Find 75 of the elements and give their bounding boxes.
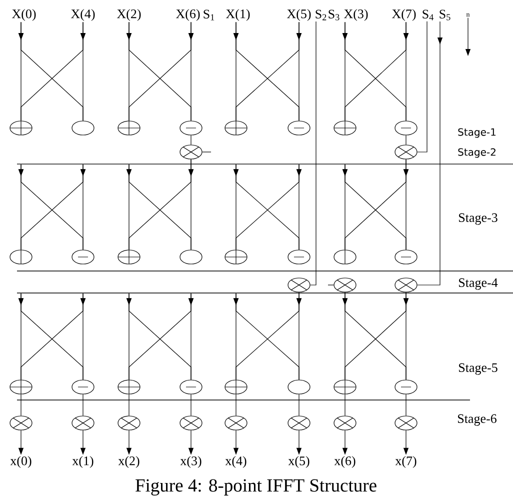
input-label: X(0) bbox=[12, 9, 36, 21]
subtractor-symbol bbox=[72, 250, 94, 264]
figure-caption: Figure 4: 8-point IFFT Structure bbox=[136, 479, 376, 496]
multiplier-symbol bbox=[334, 416, 356, 430]
signal-label: S$_{3}$ bbox=[328, 10, 340, 20]
output-label: x(4) bbox=[225, 456, 246, 468]
multiplier-symbol bbox=[224, 416, 248, 430]
connector-line bbox=[328, 284, 334, 286]
stage-divider bbox=[17, 292, 513, 294]
input-label: X(1) bbox=[226, 9, 250, 21]
output-label: x(6) bbox=[334, 456, 356, 468]
multiplier-symbol bbox=[72, 416, 94, 430]
arrow bbox=[417, 21, 443, 286]
adder-symbol bbox=[224, 250, 248, 264]
multiplier-symbol bbox=[394, 278, 418, 292]
signal-label: S$_{1}$ bbox=[204, 10, 214, 20]
multiplier-symbol bbox=[334, 278, 356, 292]
multiplier-symbol bbox=[180, 144, 202, 160]
multiplier-symbol bbox=[394, 416, 418, 430]
bar-symbol bbox=[10, 250, 32, 264]
signal-label: S$_{5}$ bbox=[440, 10, 450, 20]
adder-symbol bbox=[10, 120, 32, 136]
output-label: x(1) bbox=[72, 456, 94, 468]
adder-symbol bbox=[334, 120, 356, 136]
output-label: x(7) bbox=[395, 456, 416, 468]
connector-line bbox=[128, 394, 130, 416]
subtractor-symbol bbox=[394, 380, 418, 394]
subtractor-symbol bbox=[288, 250, 310, 264]
stage-label: Stage-3 bbox=[459, 213, 498, 225]
multiplier-symbol bbox=[180, 416, 202, 430]
adder-symbol bbox=[118, 120, 140, 136]
empty-ellipse bbox=[180, 250, 202, 264]
output-label: x(2) bbox=[118, 456, 140, 468]
adder-symbol bbox=[224, 120, 248, 136]
subtractor-symbol bbox=[288, 120, 310, 136]
input-label: X(4) bbox=[71, 9, 95, 21]
adder-symbol bbox=[10, 380, 32, 394]
multiplier-symbol bbox=[394, 144, 418, 160]
adder-symbol bbox=[118, 380, 140, 394]
adder-symbol bbox=[224, 380, 248, 394]
connector-line bbox=[310, 21, 316, 286]
signal-label: S$_{4}$ bbox=[422, 10, 434, 20]
multiplier-symbol bbox=[10, 416, 32, 430]
connector-line bbox=[190, 394, 192, 416]
connector-line bbox=[20, 394, 22, 416]
subtractor-symbol bbox=[394, 250, 418, 264]
empty-ellipse bbox=[72, 120, 94, 136]
multiplier-symbol bbox=[288, 278, 310, 292]
adder-symbol bbox=[334, 380, 356, 394]
multiplier-symbol bbox=[118, 416, 140, 430]
input-label: X(3) bbox=[344, 9, 368, 21]
multiplier-symbol bbox=[288, 416, 310, 430]
output-label: x(3) bbox=[180, 456, 202, 468]
adder-symbol bbox=[118, 250, 140, 264]
output-label: x(5) bbox=[288, 456, 310, 468]
signal-label: S$_{2}$ bbox=[316, 10, 326, 20]
subtractor-symbol bbox=[180, 120, 202, 136]
empty-ellipse bbox=[288, 380, 310, 394]
connector-line bbox=[417, 21, 428, 152]
connector-line bbox=[344, 394, 346, 416]
subtractor-symbol bbox=[180, 380, 202, 394]
connector-line bbox=[82, 394, 84, 416]
stage-label: Stage-6 bbox=[458, 414, 496, 426]
output-label: x(0) bbox=[10, 456, 32, 468]
stage-label: Stage-5 bbox=[459, 363, 498, 375]
input-label: X(5) bbox=[287, 9, 311, 21]
input-label: X(2) bbox=[117, 9, 141, 21]
subtractor-symbol bbox=[72, 380, 94, 394]
input-label: X(6) bbox=[176, 9, 200, 21]
subtractor-symbol bbox=[394, 120, 418, 136]
connector-line bbox=[190, 135, 192, 145]
stage-label: Stage-1 bbox=[458, 128, 496, 138]
input-label: X(7) bbox=[392, 9, 416, 21]
bar-symbol bbox=[334, 250, 356, 264]
connector-line bbox=[298, 394, 300, 416]
